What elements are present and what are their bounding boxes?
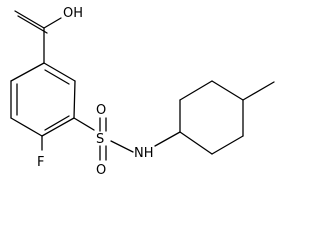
hydroxyl-label: OH [63,6,83,21]
carboxyl-group: OH [14,6,83,64]
ring-bond [211,80,244,101]
s-n-bond [110,140,134,153]
oxygen-top-label: O [96,103,106,118]
c-s-bond [73,117,95,131]
ring-bond [73,80,76,119]
fluoro-group: F [37,135,44,170]
c-oh-bond [43,17,62,29]
benzene-ring [10,62,76,137]
structure-canvas: OH F S O O NH [10,6,275,178]
cyclohexane-ring [179,80,244,155]
carbonyl-double-bond [14,10,45,29]
sulfonamide-group: S O O NH [73,103,181,178]
oxygen-bottom-label: O [96,163,106,178]
ring-bond [41,117,75,137]
ring-double-bond [44,69,70,85]
ring-bond [179,80,213,101]
molecule-structure: OH F S O O NH [10,6,275,178]
ring-bond [179,131,213,155]
carbonyl-double-bond [17,15,48,34]
n-c-bond [154,131,181,147]
methyl-bond [242,81,275,101]
ring-bond [10,62,45,82]
ring-double-bond [44,115,70,131]
sulfur-label: S [96,132,104,147]
amine-label: NH [134,146,154,161]
ring-bond [211,135,244,155]
ring-bond [43,62,76,82]
ring-bond [10,117,43,137]
fluorine-label: F [37,155,44,170]
